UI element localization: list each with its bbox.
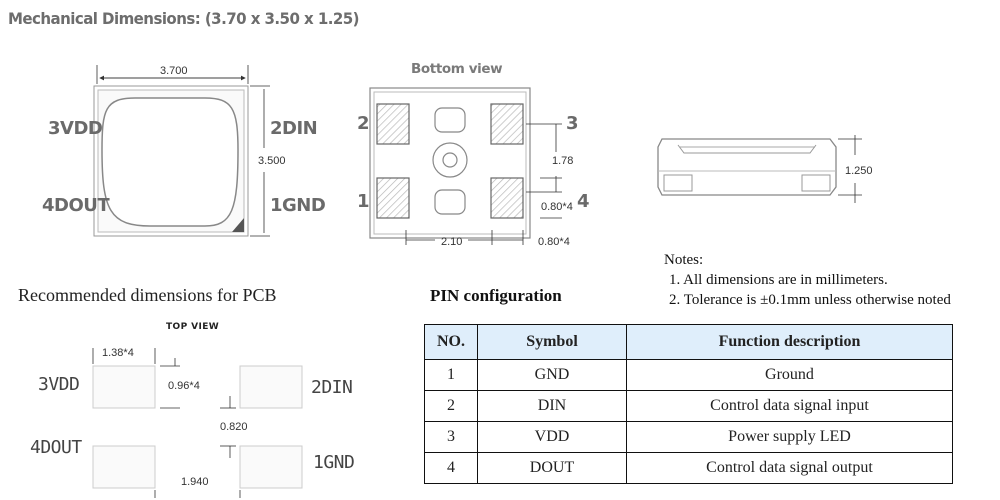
pcb-pad-tr bbox=[239, 365, 303, 409]
cell-no: 1 bbox=[424, 359, 478, 391]
table-row: 4 DOUT Control data signal output bbox=[424, 452, 953, 484]
dim-height-label: 3.500 bbox=[258, 155, 286, 167]
center-dot bbox=[442, 152, 458, 168]
dim-pitch-h-label: 2.10 bbox=[441, 236, 463, 248]
cell-symbol: VDD bbox=[477, 421, 627, 453]
pcb-pitch-label: 1.940 bbox=[181, 476, 209, 488]
pcb-label-3vdd: 3VDD bbox=[38, 374, 80, 395]
dim-width-label: 3.700 bbox=[160, 65, 188, 77]
bottom-pin-1: 1 bbox=[357, 191, 370, 212]
bottom-view-drawing bbox=[369, 87, 562, 245]
pcb-pad-height-label: 0.96*4 bbox=[168, 380, 200, 392]
table-row: 2 DIN Control data signal input bbox=[424, 390, 953, 422]
pad-1 bbox=[376, 177, 410, 219]
pin-label-1gnd: 1GND bbox=[270, 195, 326, 216]
pcb-pad-tl bbox=[92, 365, 156, 409]
table-header-row: NO. Symbol Function description bbox=[424, 324, 953, 360]
side-lead-left bbox=[663, 174, 693, 192]
pad-4 bbox=[490, 177, 524, 219]
pad-2 bbox=[376, 103, 410, 145]
dim-side-height-label: 1.250 bbox=[845, 165, 873, 177]
pcb-gap-label: 0.820 bbox=[220, 421, 248, 433]
pin1-mark bbox=[232, 218, 244, 232]
top-view-drawing bbox=[93, 65, 270, 237]
pin-label-4dout: 4DOUT bbox=[42, 195, 110, 216]
cell-symbol: DIN bbox=[477, 390, 627, 422]
cell-function: Ground bbox=[626, 359, 953, 391]
cell-no: 3 bbox=[424, 421, 478, 453]
notes-heading: Notes: bbox=[664, 252, 704, 268]
pcb-label-1gnd: 1GND bbox=[313, 452, 355, 473]
pcb-pad-br bbox=[239, 445, 303, 489]
dim-pitch-v-label: 1.78 bbox=[552, 155, 574, 167]
cell-symbol: DOUT bbox=[477, 452, 627, 484]
cell-symbol: GND bbox=[477, 359, 627, 391]
pcb-label-4dout: 4DOUT bbox=[30, 437, 82, 458]
cell-function: Control data signal input bbox=[626, 390, 953, 422]
bottom-view-heading: Bottom view bbox=[411, 61, 503, 77]
cell-no: 4 bbox=[424, 452, 478, 484]
pcb-pad-width-label: 1.38*4 bbox=[102, 347, 134, 359]
pcb-title: Recommended dimensions for PCB bbox=[18, 285, 277, 305]
bottom-pin-4: 4 bbox=[577, 191, 590, 212]
page-title: Mechanical Dimensions: (3.70 x 3.50 x 1.… bbox=[8, 9, 360, 28]
pcb-pad-bl bbox=[92, 445, 156, 489]
dim-pad-bottom-label: 0.80*4 bbox=[538, 236, 570, 248]
notes-line-2: 2. Tolerance is ±0.1mm unless otherwise … bbox=[669, 292, 951, 308]
pcb-label-2din: 2DIN bbox=[311, 377, 353, 398]
cell-function: Power supply LED bbox=[626, 421, 953, 453]
dim-pad-right-label: 0.80*4 bbox=[541, 201, 573, 213]
pin-label-2din: 2DIN bbox=[270, 118, 318, 139]
pcb-top-view-label: TOP VIEW bbox=[166, 322, 220, 332]
notes-line-1: 1. All dimensions are in millimeters. bbox=[669, 272, 888, 288]
bottom-pin-2: 2 bbox=[357, 113, 370, 134]
pin-table-title: PIN configuration bbox=[430, 286, 562, 305]
lens-outline bbox=[101, 97, 239, 227]
col-header-symbol: Symbol bbox=[477, 324, 627, 360]
bottom-package-inner bbox=[373, 91, 527, 235]
side-lead-right bbox=[801, 174, 831, 192]
center-slot-bottom bbox=[434, 189, 466, 215]
cell-no: 2 bbox=[424, 390, 478, 422]
side-view-drawing bbox=[657, 135, 862, 203]
pcb-footprint-drawing bbox=[92, 348, 303, 498]
table-row: 3 VDD Power supply LED bbox=[424, 421, 953, 453]
pin-label-3vdd: 3VDD bbox=[48, 118, 103, 139]
col-header-function: Function description bbox=[626, 324, 953, 360]
bottom-pin-3: 3 bbox=[566, 113, 579, 134]
pad-3 bbox=[490, 103, 524, 145]
pin-config-table: NO. Symbol Function description 1 GND Gr… bbox=[424, 324, 953, 484]
cell-function: Control data signal output bbox=[626, 452, 953, 484]
col-header-no: NO. bbox=[424, 324, 478, 360]
center-slot-top bbox=[434, 107, 466, 133]
table-row: 1 GND Ground bbox=[424, 359, 953, 391]
